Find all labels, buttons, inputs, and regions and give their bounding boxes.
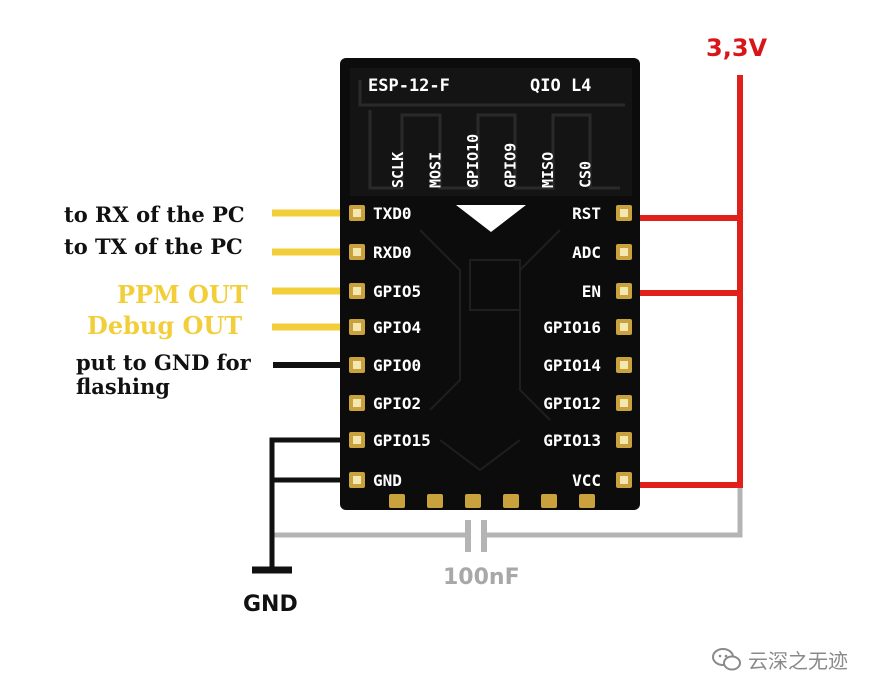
capacitor-wires xyxy=(272,488,743,552)
bottom-pad-5 xyxy=(541,494,557,508)
left-pin-label-gpio2: GPIO2 xyxy=(373,394,421,413)
top-pin-label-gpio10: GPIO10 xyxy=(464,134,482,188)
right-pad-hole-vcc xyxy=(620,476,628,484)
right-pin-label-gpio13: GPIO13 xyxy=(543,431,601,450)
left-pad-hole-txd0 xyxy=(353,209,361,217)
bottom-pad-row xyxy=(389,494,595,508)
bottom-pad-6 xyxy=(579,494,595,508)
left-pad-hole-gpio5 xyxy=(353,287,361,295)
module-name: ESP-12-F xyxy=(368,76,450,96)
left-pin-label-gpio5: GPIO5 xyxy=(373,282,421,301)
left-pin-label-gpio15: GPIO15 xyxy=(373,431,431,450)
top-pin-labels: SCLK MOSI GPIO10 GPIO9 MISO CS0 xyxy=(389,134,595,188)
top-pin-label-sclk: SCLK xyxy=(389,152,407,188)
wechat-icon xyxy=(712,647,741,670)
esp12f-module: ESP-12-F QIO L4 SCLK MOSI GPIO10 GPIO9 MISO C… xyxy=(340,58,640,510)
right-pin-label-rst: RST xyxy=(572,204,601,223)
right-pad-hole-adc xyxy=(620,248,628,256)
right-pin-label-en: EN xyxy=(582,282,601,301)
right-pin-label-gpio12: GPIO12 xyxy=(543,394,601,413)
left-pin-label-gpio0: GPIO0 xyxy=(373,356,421,375)
right-pad-hole-rst xyxy=(620,209,628,217)
module-flash-mode: QIO L4 xyxy=(530,76,591,96)
left-pin-label-rxd0: RXD0 xyxy=(373,243,412,262)
right-pin-label-adc: ADC xyxy=(572,243,601,262)
left-pad-hole-gpio2 xyxy=(353,399,361,407)
right-pad-hole-gpio12 xyxy=(620,399,628,407)
bottom-pad-4 xyxy=(503,494,519,508)
bottom-pad-3 xyxy=(465,494,481,508)
supply-voltage-label: 3,3V xyxy=(706,34,768,62)
right-pin-label-gpio14: GPIO14 xyxy=(543,356,601,375)
left-pad-hole-gpio4 xyxy=(353,323,361,331)
right-pin-label-vcc: VCC xyxy=(572,471,601,490)
capacitor-label: 100nF xyxy=(443,565,520,590)
pin1-marker-icon xyxy=(456,205,526,232)
bottom-pad-2 xyxy=(427,494,443,508)
right-pad-hole-gpio16 xyxy=(620,323,628,331)
watermark: 云深之无迹 xyxy=(712,645,848,674)
right-pad-hole-en xyxy=(620,287,628,295)
top-pin-label-mosi: MOSI xyxy=(427,152,445,188)
left-pin-label-txd0: TXD0 xyxy=(373,204,412,223)
left-pin-label-gpio4: GPIO4 xyxy=(373,318,421,337)
watermark-text: 云深之无迹 xyxy=(748,649,848,673)
right-pad-hole-gpio13 xyxy=(620,436,628,444)
gpio4-annotation: Debug OUT xyxy=(87,311,243,340)
left-pad-hole-gpio0 xyxy=(353,361,361,369)
left-pin-label-gnd: GND xyxy=(373,471,402,490)
gpio0-annotation-line2: flashing xyxy=(76,374,170,399)
txd0-annotation: to RX of the PC xyxy=(64,202,245,227)
top-pin-label-gpio9: GPIO9 xyxy=(502,143,520,188)
left-pad-hole-rxd0 xyxy=(353,248,361,256)
gpio0-annotation-line1: put to GND for xyxy=(76,350,251,375)
rxd0-annotation: to TX of the PC xyxy=(64,234,243,259)
bottom-pad-1 xyxy=(389,494,405,508)
right-pad-hole-gpio14 xyxy=(620,361,628,369)
left-pad-hole-gpio15 xyxy=(353,436,361,444)
right-pin-label-gpio16: GPIO16 xyxy=(543,318,601,337)
ground-label: GND xyxy=(243,592,298,617)
power-wires xyxy=(619,75,743,488)
gpio5-annotation: PPM OUT xyxy=(117,280,248,309)
top-pin-label-miso: MISO xyxy=(539,152,557,188)
left-pad-hole-gnd xyxy=(353,476,361,484)
top-pin-label-cs0: CS0 xyxy=(577,161,595,188)
